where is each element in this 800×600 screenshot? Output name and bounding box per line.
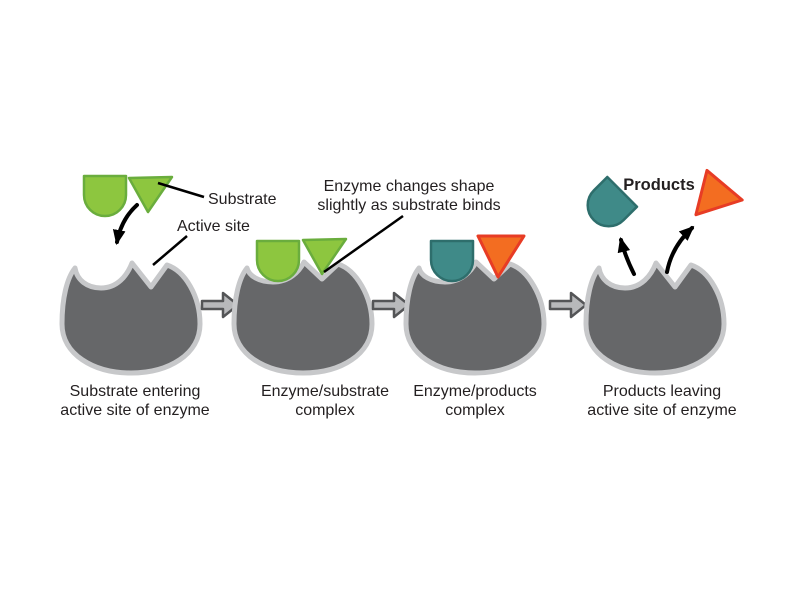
enzyme-2	[231, 259, 375, 376]
substrate-round-piece	[82, 174, 128, 218]
stage-4-caption-line2: active site of enzyme	[587, 402, 737, 419]
stage-1-substrate-entering: Substrate Active site Substrate entering…	[59, 174, 277, 419]
released-product-triangle-piece	[694, 168, 744, 217]
shape-change-note-line2: slightly as substrate binds	[317, 197, 500, 214]
shape-change-pointer-line	[323, 214, 404, 274]
step-arrow-1-icon	[200, 291, 240, 319]
stage-3-caption-line2: complex	[445, 402, 505, 419]
product-exit-arrow-right-icon	[665, 225, 695, 274]
product-exit-arrow-left-icon	[617, 236, 636, 276]
active-site-pointer-line	[152, 235, 188, 266]
stage-4-products-leaving: Products Products leaving active site of…	[583, 168, 744, 419]
released-product-round-piece	[586, 175, 639, 228]
stage-2-enzyme-substrate-complex: Enzyme changes shape slightly as substra…	[231, 178, 501, 419]
bound-substrate-triangle-piece	[301, 237, 348, 276]
enzyme-4	[583, 260, 727, 376]
shape-change-note-line1: Enzyme changes shape	[324, 178, 495, 195]
substrate-triangle-piece	[127, 175, 174, 214]
stage-2-caption-line2: complex	[295, 402, 355, 419]
stage-3-enzyme-products-complex: Enzyme/products complex	[403, 234, 547, 419]
products-label: Products	[623, 176, 695, 194]
stage-1-caption-line1: Substrate entering	[70, 383, 201, 400]
step-arrow-2-icon	[371, 291, 411, 319]
bound-product-round-piece	[429, 239, 475, 283]
active-site-label: Active site	[177, 218, 250, 235]
stage-1-caption-line2: active site of enzyme	[60, 402, 210, 419]
bound-substrate-round-piece	[255, 239, 301, 283]
stage-3-caption-line1: Enzyme/products	[413, 383, 537, 400]
substrate-pointer-line	[157, 181, 205, 199]
enzyme-1	[59, 260, 203, 376]
substrate-label: Substrate	[208, 191, 277, 208]
bound-product-triangle-piece	[476, 234, 526, 279]
step-arrow-3-icon	[548, 291, 588, 319]
stage-2-caption-line1: Enzyme/substrate	[261, 383, 389, 400]
enzyme-3	[403, 259, 547, 376]
substrate-entry-arrow-icon	[112, 203, 139, 246]
stage-4-caption-line1: Products leaving	[603, 383, 721, 400]
